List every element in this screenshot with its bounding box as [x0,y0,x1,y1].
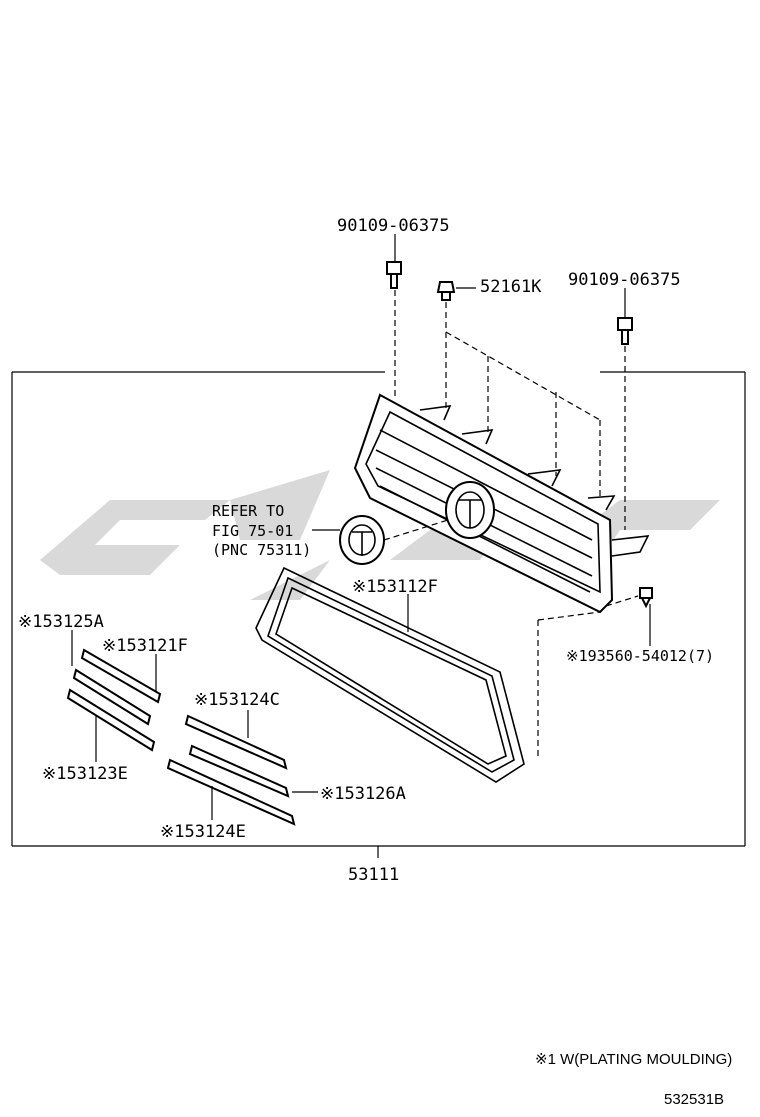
label-clip-top: 52161K [480,277,542,297]
label-assembly-53111: 53111 [348,865,399,885]
label-bolt-right: 90109-06375 [568,270,681,290]
label-refer-line1: REFER TO [212,502,284,520]
label-screw-93560: ※193560-54012(7) [566,647,714,665]
assembly-frame [11,371,746,858]
moulding-strips-left-icon [66,630,162,762]
label-moulding-53121f: ※153121F [102,636,188,656]
label-moulding-53126a: ※153126A [320,784,406,804]
moulding-strips-center-icon [166,710,318,826]
clip-top-icon [436,281,601,500]
screw-icon [537,587,653,760]
label-moulding-53124e: ※153124E [160,822,246,842]
emblem-icon [312,515,449,565]
label-bolt-left: 90109-06375 [337,216,450,236]
label-moulding-53123e: ※153123E [42,764,128,784]
upper-moulding-icon [255,566,525,783]
label-moulding-53112f: ※153112F [352,577,438,597]
label-moulding-53124c: ※153124C [194,690,280,710]
label-refer-line3: (PNC 75311) [212,541,311,559]
figure-id: 532531B [664,1091,724,1108]
footnote: ※1 W(PLATING MOULDING) [535,1051,732,1068]
label-moulding-53125a: ※153125A [18,612,104,632]
label-refer-line2: FIG 75-01 [212,522,293,540]
bolt-right-icon [617,288,633,530]
bolt-left-icon [386,234,402,400]
